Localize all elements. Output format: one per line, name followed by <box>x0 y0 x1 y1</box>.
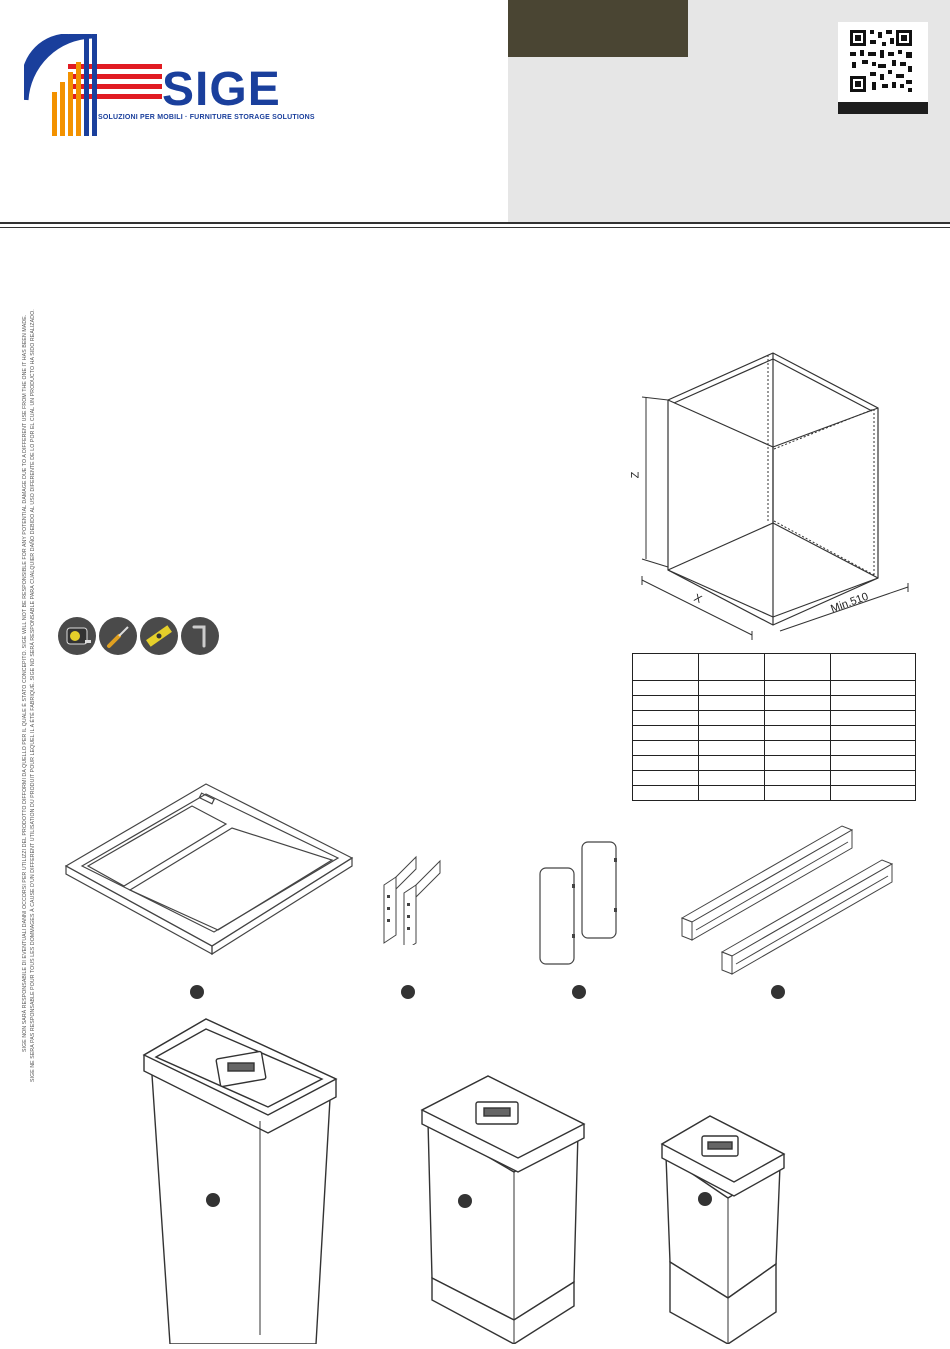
header-color-block <box>508 0 688 57</box>
tape-measure-icon <box>58 617 96 655</box>
part-number-marker <box>190 985 204 999</box>
bin-medium-drawing <box>418 1072 590 1345</box>
brand-logo <box>21 33 164 138</box>
table-row <box>632 740 916 756</box>
part-end-caps-drawing <box>536 838 622 968</box>
part-number-marker <box>771 985 785 999</box>
brand-tagline: SOLUZIONI PER MOBILI · FURNITURE STORAGE… <box>98 114 315 121</box>
table-row <box>632 770 916 786</box>
cabinet-dimension-diagram: Z X Min.510 <box>628 345 918 645</box>
part-number-marker <box>698 1192 712 1206</box>
disclaimer-line-1: SIGE NON SARÀ RESPONSABILE DI EVENTUALI … <box>22 314 28 1052</box>
qr-label-bar <box>838 102 928 114</box>
dimension-z-label: Z <box>629 471 642 479</box>
qr-code-icon[interactable] <box>838 22 928 114</box>
part-frame-drawing <box>60 780 360 960</box>
table-row <box>632 725 916 741</box>
part-number-marker <box>458 1194 472 1208</box>
header-divider-thin <box>0 227 950 228</box>
part-number-marker <box>401 985 415 999</box>
bin-small-drawing <box>658 1112 788 1345</box>
bin-large-drawing <box>140 1015 345 1345</box>
table-row <box>632 695 916 711</box>
brand-name: SIGE <box>162 63 281 116</box>
table-row <box>632 755 916 771</box>
part-number-marker <box>206 1193 220 1207</box>
table-row <box>632 785 916 801</box>
allen-key-icon <box>181 617 219 655</box>
part-brackets-drawing <box>380 855 452 952</box>
dimension-table <box>632 653 916 801</box>
disclaimer-line-2: SIGE NE SERA PAS RESPONSABLE POUR TOUS L… <box>30 309 36 1082</box>
table-row <box>632 653 916 681</box>
table-row <box>632 680 916 696</box>
table-row <box>632 710 916 726</box>
part-runners-drawing <box>676 820 902 980</box>
spirit-level-icon <box>140 617 178 655</box>
part-number-marker <box>572 985 586 999</box>
screwdriver-icon <box>99 617 137 655</box>
header-divider <box>0 222 950 224</box>
